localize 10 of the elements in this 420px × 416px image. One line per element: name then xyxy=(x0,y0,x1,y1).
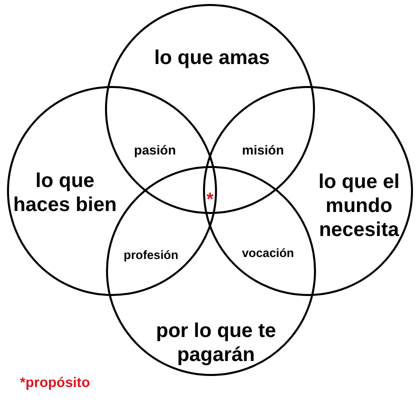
region-label: *propósito xyxy=(20,375,90,389)
region-label: misión xyxy=(242,144,284,156)
circle-label: lo que haces bien xyxy=(12,169,118,217)
region-label: profesión xyxy=(124,249,178,261)
circle-label: lo que amas xyxy=(153,46,271,70)
circle-label: lo que el mundo necesita xyxy=(317,170,401,242)
region-label: vocación xyxy=(242,247,294,259)
region-label: pasión xyxy=(134,144,176,156)
circle-label: por lo que te pagarán xyxy=(155,319,277,367)
region-label: * xyxy=(206,190,214,208)
